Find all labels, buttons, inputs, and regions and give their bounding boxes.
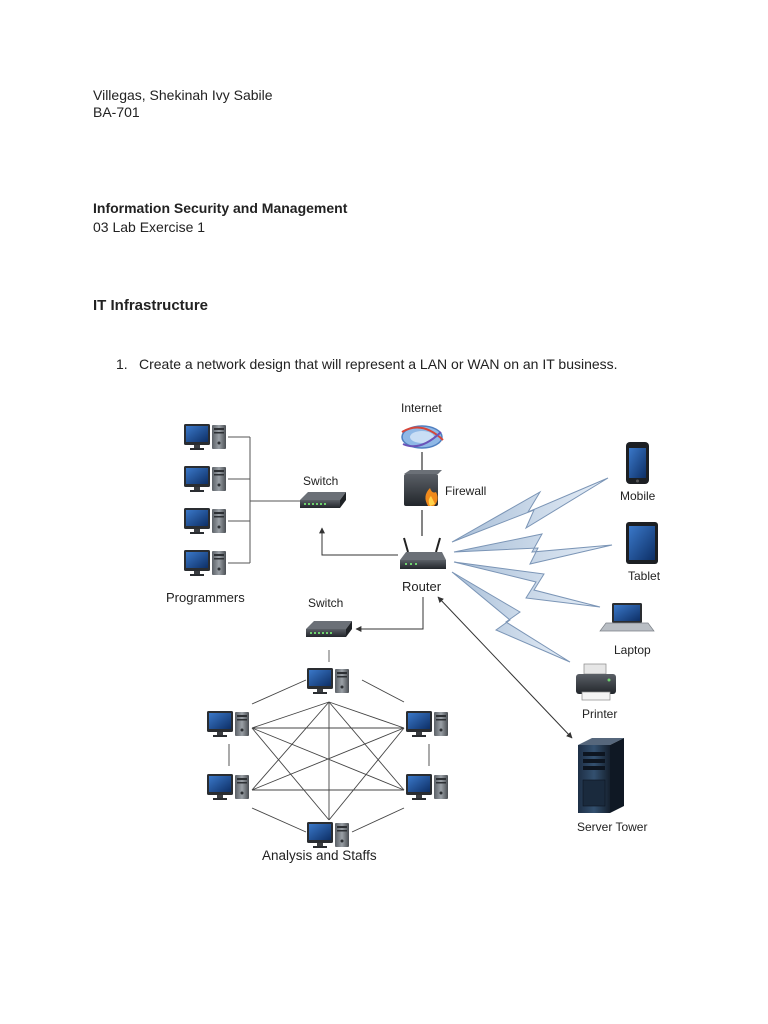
- staff-pc-icon: [307, 668, 349, 694]
- staff-pc-icon: [406, 774, 448, 800]
- router-icon: [400, 537, 446, 569]
- laptop-icon: [599, 603, 655, 632]
- switch-top-label: Switch: [303, 474, 338, 488]
- staff-pc-icon: [207, 774, 249, 800]
- wireless-bolt-printer: [451, 571, 571, 663]
- mesh-links: [228, 679, 430, 833]
- wireless-links: [451, 477, 613, 663]
- programmer-pc-icon: [184, 508, 226, 534]
- router-label: Router: [402, 579, 442, 594]
- staff-pc-icon: [207, 711, 249, 737]
- internet-label: Internet: [401, 401, 442, 415]
- router-to-switch-top-link: [319, 527, 398, 556]
- server-tower-icon: [578, 738, 624, 813]
- programmers-bus: [228, 436, 302, 564]
- switch-top-icon: [300, 492, 346, 508]
- tablet-icon: [626, 522, 658, 564]
- tablet-label: Tablet: [628, 569, 661, 583]
- section-heading: IT Infrastructure: [93, 297, 209, 314]
- router-to-switch-bottom-link: [355, 597, 424, 632]
- switch-bottom-label: Switch: [308, 596, 343, 610]
- course-title: Information Security and Management: [93, 200, 348, 216]
- wireless-bolt-tablet: [453, 533, 613, 565]
- programmer-pc-icon: [184, 550, 226, 576]
- question-text: Create a network design that will repres…: [139, 356, 618, 372]
- exercise-title: 03 Lab Exercise 1: [93, 219, 206, 235]
- programmers-label: Programmers: [166, 590, 245, 605]
- internet-icon: [401, 425, 444, 449]
- staff-pc-icon: [406, 711, 448, 737]
- switch-bottom-icon: [306, 621, 352, 637]
- question-number: 1.: [116, 356, 128, 372]
- mobile-icon: [626, 442, 649, 484]
- analysis-label: Analysis and Staffs: [262, 848, 377, 863]
- author-name: Villegas, Shekinah Ivy Sabile: [93, 87, 273, 103]
- printer-label: Printer: [582, 707, 617, 721]
- section-code: BA-701: [93, 104, 140, 120]
- wireless-bolt-laptop: [453, 561, 601, 608]
- firewall-label: Firewall: [445, 484, 486, 498]
- laptop-label: Laptop: [614, 643, 651, 657]
- wireless-bolt-mobile: [451, 477, 609, 543]
- router-server-link: [437, 596, 573, 739]
- programmer-pc-icon: [184, 466, 226, 492]
- firewall-icon: [404, 470, 442, 506]
- staff-pc-icon: [307, 822, 349, 848]
- mobile-label: Mobile: [620, 489, 656, 503]
- printer-icon: [576, 663, 616, 701]
- server-tower-label: Server Tower: [577, 820, 647, 834]
- programmer-pc-icon: [184, 424, 226, 450]
